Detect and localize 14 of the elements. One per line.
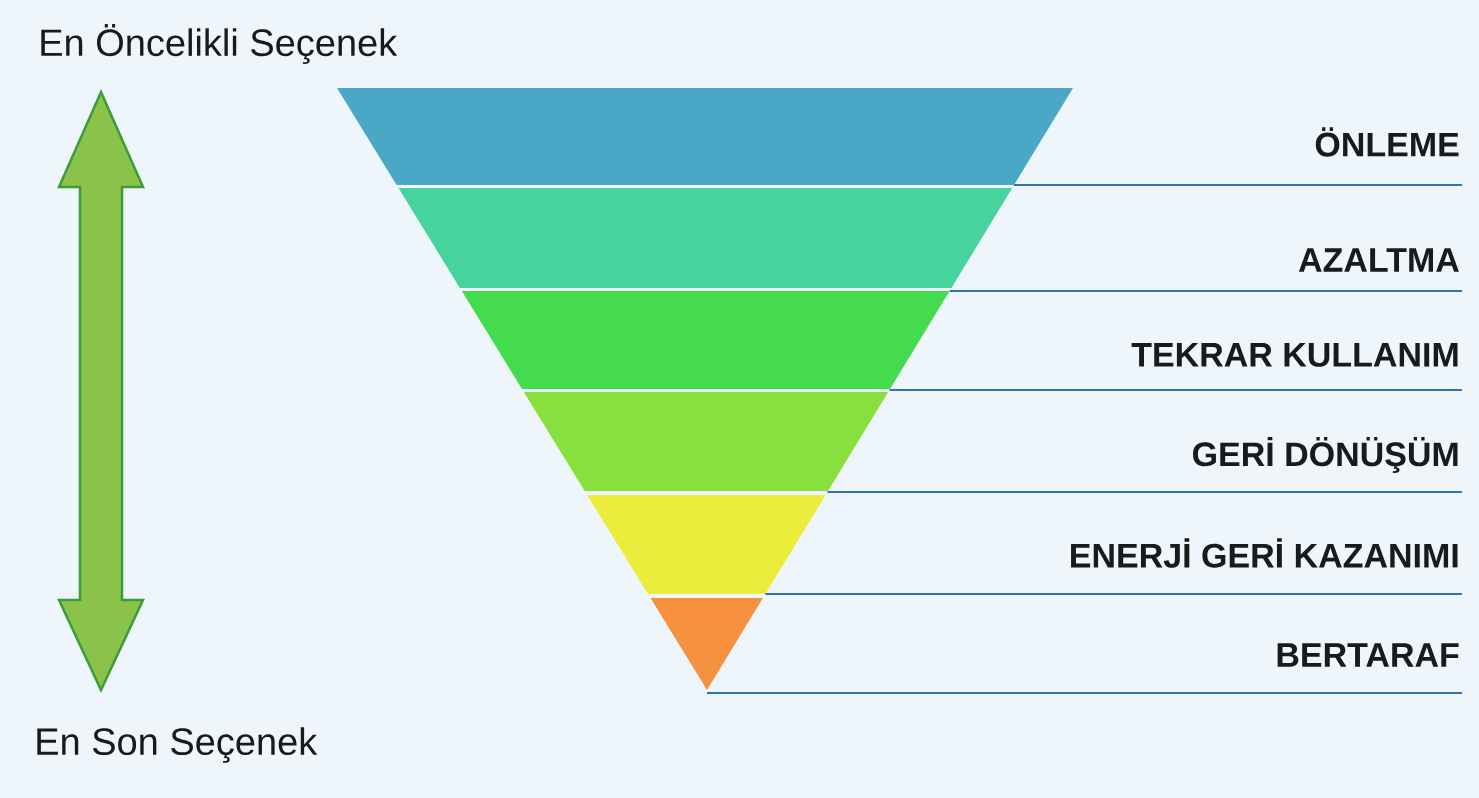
node-label: TEKRAR KULLANIM [1131,343,1458,367]
node-label: ENERJİ GERİ KAZANIMI [1071,538,1458,568]
axis-label: En Son Seçenek [37,727,318,763]
pyramid-band: ENERJİ GERİ KAZANIMI [587,495,1463,595]
pyramid-band: BERTARAF [650,598,1463,694]
axis-label: En Öncelikli Seçenek [41,24,398,64]
pyramid-band: AZALTMA [398,188,1463,292]
pyramid-band: GERİ DÖNÜŞÜM [523,392,1463,493]
pyramid-band: TEKRAR KULLANIM [461,291,1463,391]
node-label: BERTARAF [1277,643,1459,667]
node-label: GERİ DÖNÜŞÜM [1192,436,1458,474]
pyramid-band: ÖNLEME [337,88,1463,186]
node-label: AZALTMA [1298,248,1459,272]
node-label: ÖNLEME [1315,127,1459,157]
